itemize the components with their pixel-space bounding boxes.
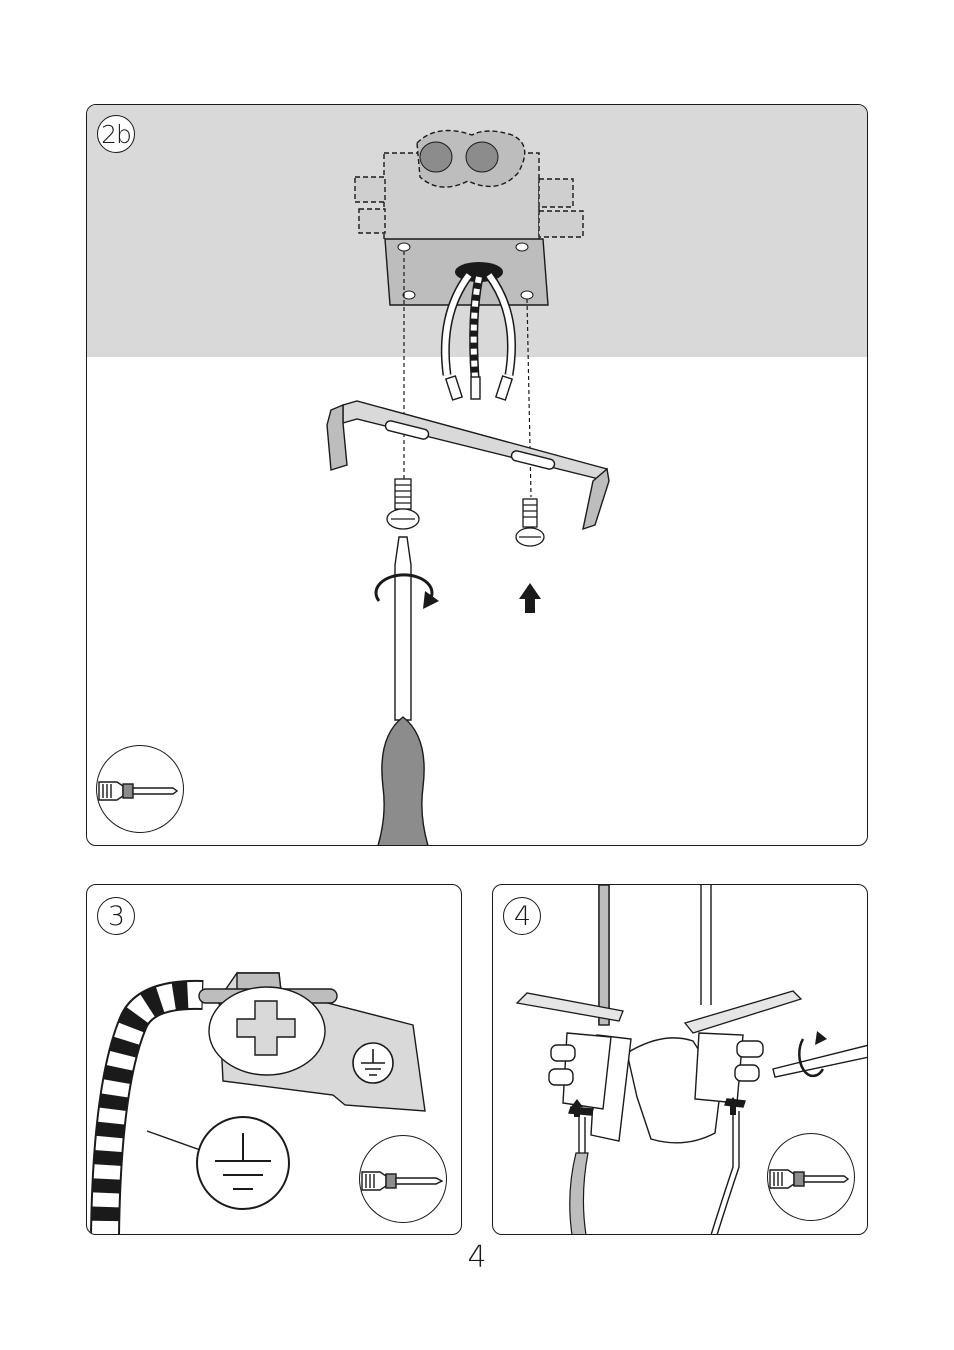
screw-left (387, 479, 419, 529)
screwdriver-icon (97, 746, 184, 833)
terminal-block-right (695, 1033, 763, 1107)
screwdriver (377, 537, 429, 846)
ground-symbol (197, 1117, 289, 1209)
step-2b-panel: 2b (86, 104, 868, 846)
page-number: 4 (0, 1240, 954, 1275)
terminal-block-left (549, 1033, 611, 1115)
bracket-tops (517, 991, 801, 1033)
ceiling-mount-illustration (87, 105, 868, 846)
step-3-panel: 3 (86, 884, 462, 1235)
up-arrow (519, 583, 541, 613)
tool-indicator (96, 745, 184, 833)
screw-right (516, 499, 544, 546)
tool-indicator (767, 1133, 855, 1221)
step-4-panel: 4 (492, 884, 868, 1235)
step-number-badge: 3 (97, 897, 135, 935)
crossbar-bracket (327, 401, 609, 529)
suspension-cords (599, 885, 711, 1025)
step-number-badge: 2b (97, 115, 135, 153)
screw-head (209, 987, 325, 1075)
screwdriver-icon (360, 1136, 447, 1223)
step-number-badge: 4 (503, 897, 541, 935)
earth-cable (105, 995, 203, 1235)
tool-indicator (359, 1135, 447, 1223)
screwdriver-icon (768, 1134, 855, 1221)
ground-symbol-small (353, 1043, 393, 1083)
